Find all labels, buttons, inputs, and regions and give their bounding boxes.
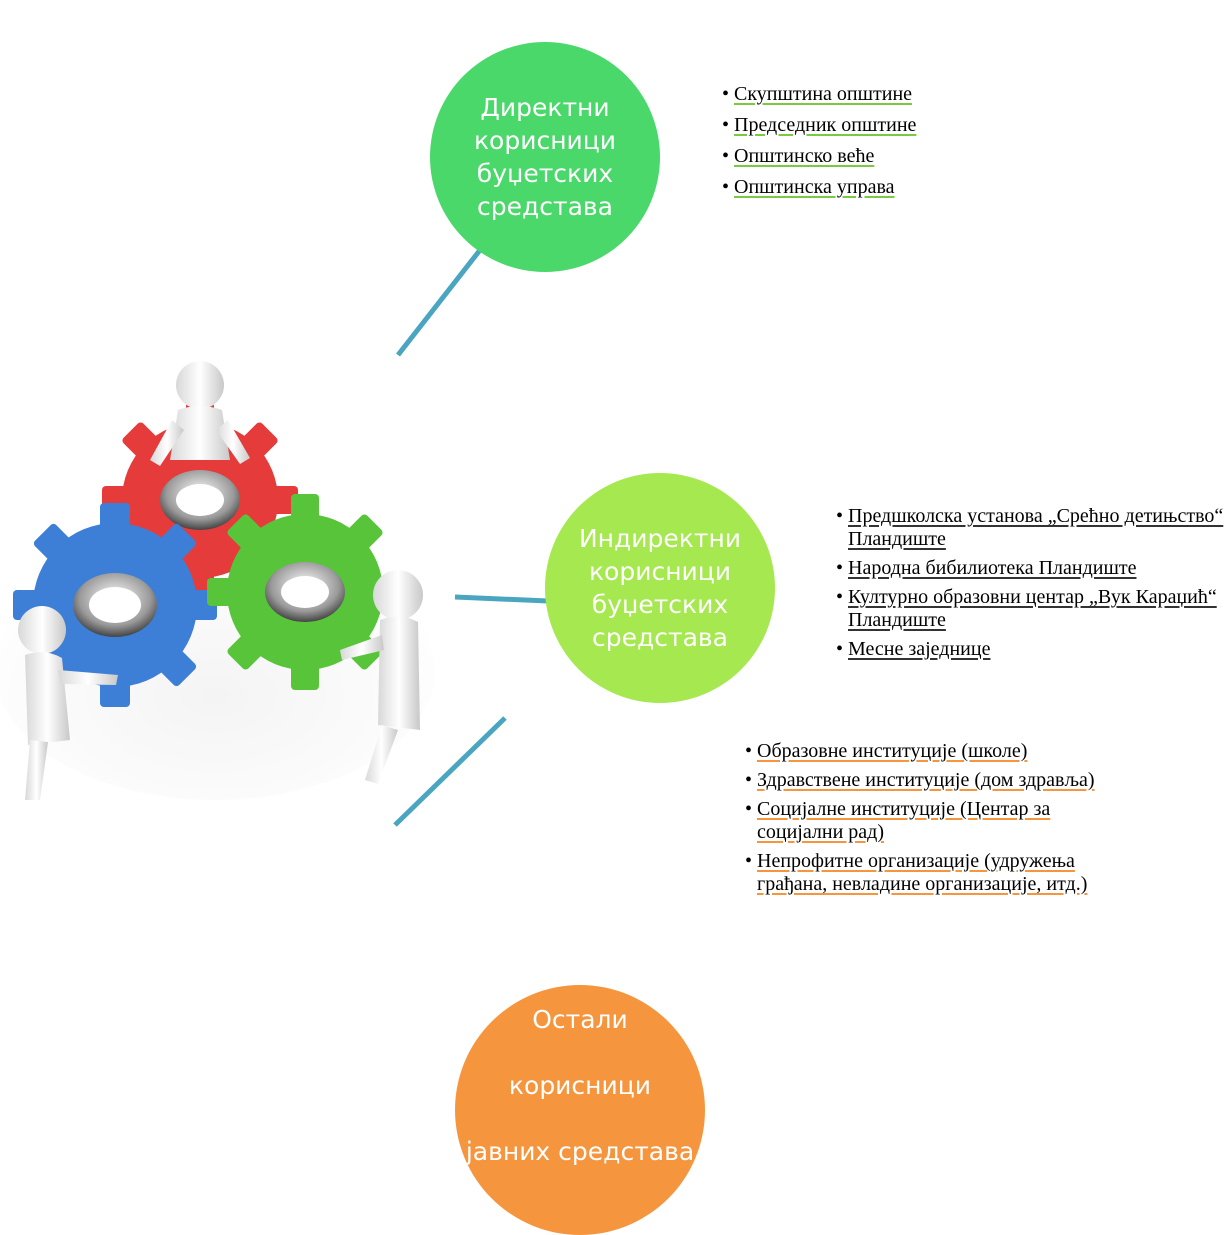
list-item: Председник општине	[722, 114, 1022, 137]
node-direct-label: Директни корисници буџетских средстава	[473, 93, 617, 221]
list-item-link[interactable]: Скупштина општине	[734, 83, 913, 105]
person-left-icon	[18, 606, 118, 800]
list-item: Културно образовни центар „Вук Караџић“ …	[836, 586, 1230, 632]
node-other-label-line3: јавних средстава	[465, 1136, 695, 1166]
list-item-link[interactable]: Образовне институције (школе)	[757, 740, 1028, 762]
list-item: Предшколска установа „Срећно детињство“ …	[836, 505, 1230, 551]
node-indirect-label: Индиректни корисници буџетских средстава	[578, 524, 742, 652]
list-item-link[interactable]: Социјалне институције (Центар за социјал…	[757, 798, 1051, 843]
node-other-label-line2: корисници	[508, 1070, 652, 1100]
list-item: Општинска управа	[722, 176, 1022, 199]
list-item: Социјалне институције (Центар за социјал…	[745, 798, 1135, 844]
list-item: Скупштина општине	[722, 83, 1022, 106]
list-item-link[interactable]: Предшколска установа „Срећно детињство“ …	[848, 505, 1224, 550]
list-item: Образовне институције (школе)	[745, 740, 1135, 763]
list-item: Народна бибилиотека Пландиште	[836, 557, 1230, 580]
other-users-list: Образовне институције (школе) Здравствен…	[745, 740, 1135, 902]
list-item: Здравствене институције (дом здравља)	[745, 769, 1135, 792]
list-item-link[interactable]: Председник општине	[734, 114, 917, 136]
list-item-link[interactable]: Културно образовни центар „Вук Караџић“ …	[848, 586, 1217, 631]
person-top-icon	[150, 361, 250, 466]
node-direct-users: Директни корисници буџетских средстава	[430, 42, 660, 272]
node-indirect-users: Индиректни корисници буџетских средстава	[545, 473, 775, 703]
list-item-link[interactable]: Општинско веће	[734, 145, 875, 167]
blue-gear-icon	[13, 503, 217, 707]
node-other-label: Остали корисници јавних средстава	[466, 985, 694, 1201]
connector-lines	[393, 248, 549, 827]
list-item-link[interactable]: Непрофитне организације (удружења грађан…	[757, 850, 1088, 895]
person-right-icon	[340, 570, 423, 784]
direct-users-list: Скупштина општине Председник општине Опш…	[722, 83, 1022, 207]
list-item-link[interactable]: Народна бибилиотека Пландиште	[848, 557, 1137, 579]
list-item-link[interactable]: Здравствене институције (дом здравља)	[757, 769, 1095, 791]
list-item: Општинско веће	[722, 145, 1022, 168]
node-other-label-line1: Остали	[532, 1004, 628, 1034]
indirect-users-list: Предшколска установа „Срећно детињство“ …	[836, 505, 1230, 667]
list-item-link[interactable]: Месне заједнице	[848, 638, 991, 660]
list-item: Месне заједнице	[836, 638, 1230, 661]
list-item: Непрофитне организације (удружења грађан…	[745, 850, 1135, 896]
node-other-users: Остали корисници јавних средстава	[455, 985, 705, 1235]
list-item-link[interactable]: Општинска управа	[734, 176, 895, 198]
gears-people-illustration	[0, 361, 435, 800]
